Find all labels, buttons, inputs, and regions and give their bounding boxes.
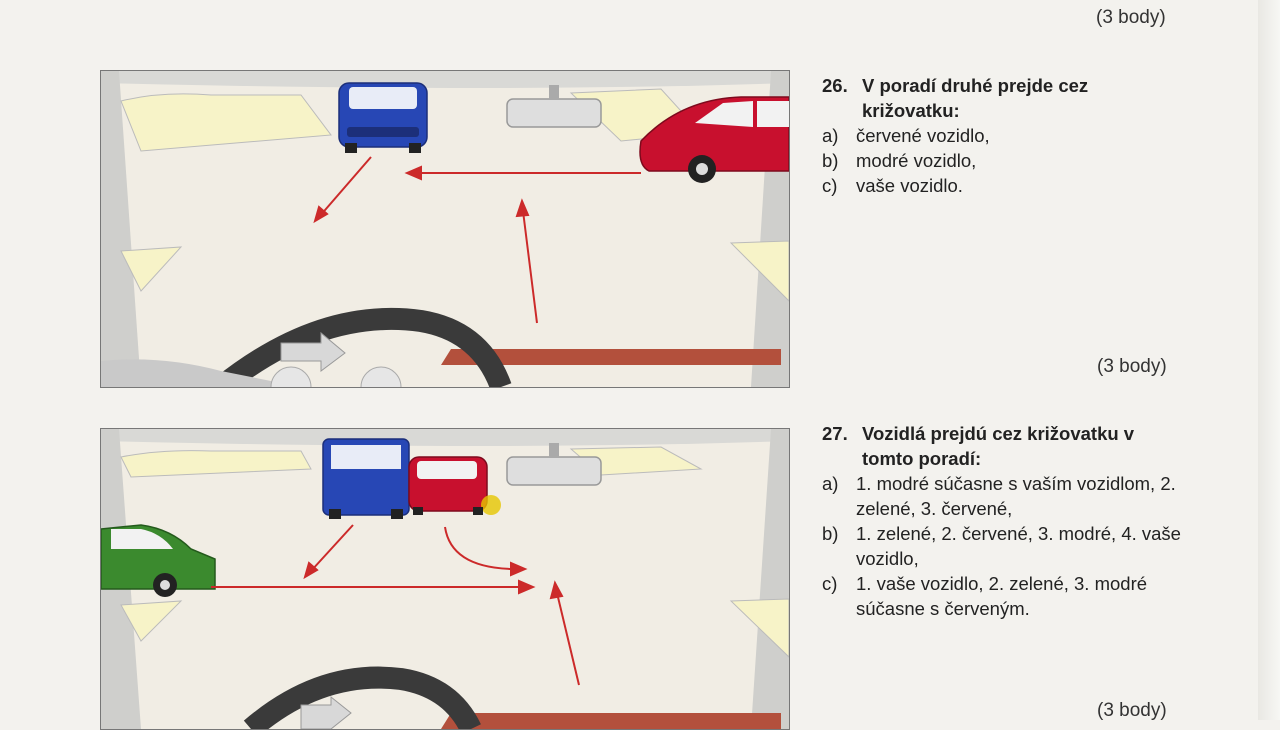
- option-text: červené vozidlo,: [856, 125, 990, 146]
- blue-van: [322, 438, 410, 519]
- question-26: 26. V poradí druhé prejde cez križovatku…: [822, 73, 1182, 198]
- option-text: modré vozidlo,: [856, 150, 977, 171]
- question-26-option-a[interactable]: a) červené vozidlo,: [822, 123, 1182, 148]
- option-letter: b): [822, 150, 839, 171]
- option-letter: a): [822, 473, 839, 494]
- question-27-option-a[interactable]: a) 1. modré súčasne s vaším vozidlom, 2.…: [822, 471, 1182, 521]
- question-27-heading: 27. Vozidlá prejdú cez križovatku v tomt…: [822, 421, 1182, 471]
- option-text: 1. vaše vozidlo, 2. zelené, 3. modré súč…: [856, 573, 1148, 619]
- option-text: 1. modré súčasne s vaším vozidlom, 2. ze…: [856, 473, 1176, 519]
- option-text: 1. zelené, 2. červené, 3. modré, 4. vaše…: [856, 523, 1181, 569]
- points-label-middle: (3 body): [1097, 356, 1167, 377]
- option-letter: b): [822, 523, 839, 544]
- intersection-scene-26: [100, 70, 790, 388]
- question-26-number: 26.: [822, 75, 848, 96]
- question-27: 27. Vozidlá prejdú cez križovatku v tomt…: [822, 421, 1182, 621]
- question-27-title: Vozidlá prejdú cez križovatku v tomto po…: [862, 423, 1135, 469]
- question-26-title: V poradí druhé prejde cez križovatku:: [862, 75, 1089, 121]
- red-car: [639, 96, 789, 183]
- question-27-number: 27.: [822, 423, 848, 444]
- option-letter: c): [822, 175, 838, 196]
- question-27-option-b[interactable]: b) 1. zelené, 2. červené, 3. modré, 4. v…: [822, 521, 1182, 571]
- question-27-option-c[interactable]: c) 1. vaše vozidlo, 2. zelené, 3. modré …: [822, 571, 1182, 621]
- red-car: [408, 456, 501, 515]
- points-label-bottom: (3 body): [1097, 700, 1167, 720]
- intersection-scene-27: [100, 428, 790, 730]
- question-26-option-b[interactable]: b) modré vozidlo,: [822, 148, 1182, 173]
- question-26-heading: 26. V poradí druhé prejde cez križovatku…: [822, 73, 1182, 123]
- option-letter: c): [822, 573, 838, 594]
- page-edge: [1258, 0, 1280, 720]
- question-26-option-c[interactable]: c) vaše vozidlo.: [822, 173, 1182, 198]
- points-label-top: (3 body): [1096, 7, 1166, 28]
- blue-car: [338, 82, 428, 153]
- option-letter: a): [822, 125, 839, 146]
- option-text: vaše vozidlo.: [856, 175, 963, 196]
- green-car: [101, 524, 216, 597]
